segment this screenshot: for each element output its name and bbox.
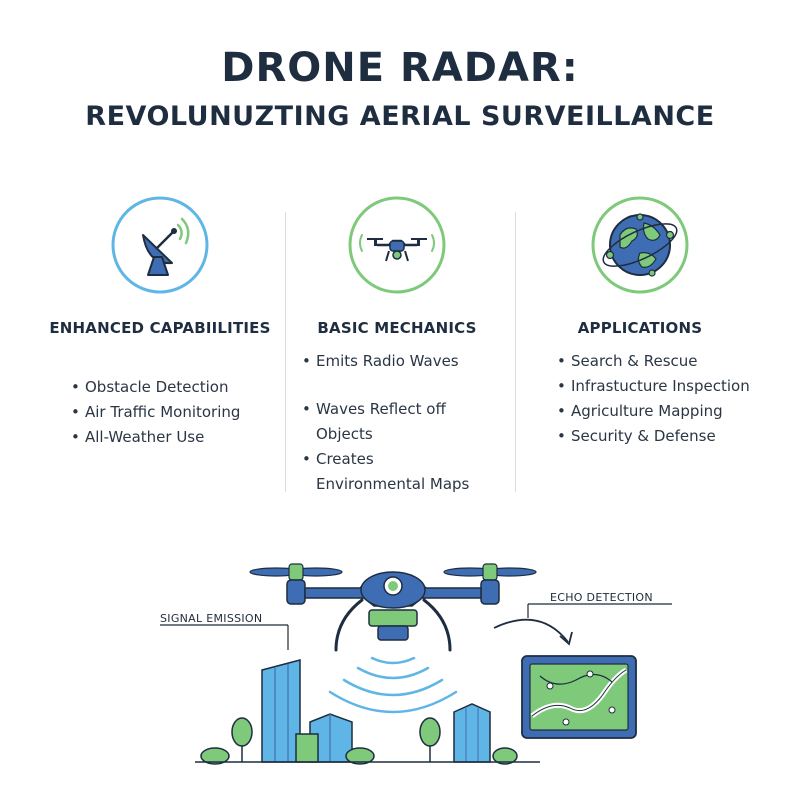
list-item: Search & Rescue	[557, 349, 755, 374]
list-item: Obstacle Detection	[71, 375, 275, 400]
radar-waves	[328, 656, 458, 714]
drone-icon	[348, 196, 446, 294]
column-heading: APPLICATIONS	[577, 319, 703, 337]
title-block: DRONE RADAR: REVOLUNUZTING AERIAL SURVEI…	[0, 44, 800, 134]
page-subtitle: REVOLUNUZTING AERIAL SURVEILLANCE	[85, 101, 715, 132]
arrow-head-icon	[559, 631, 573, 646]
signal-emission-label: SIGNAL EMISSION	[160, 612, 263, 625]
drone-icon	[249, 563, 537, 652]
tree-icon	[231, 717, 253, 762]
column-divider-right	[515, 212, 516, 492]
column-enhanced-capabilities: ENHANCED CAPABIILITIES Obstacle Detectio…	[45, 195, 275, 450]
list-item: Creates Environmental Maps	[302, 447, 482, 497]
building-icon	[309, 713, 353, 763]
column-applications: APPLICATIONS Search & Rescue Infrastuctu…	[525, 195, 755, 449]
drone-radar-illustration	[160, 563, 672, 765]
column-heading: BASIC MECHANICS	[317, 319, 477, 337]
feature-list: Obstacle Detection Air Traffic Monitorin…	[45, 375, 275, 450]
list-item: Infrastucture Inspection	[557, 374, 755, 399]
bush-icon	[200, 747, 518, 765]
satellite-dish-icon	[111, 196, 209, 294]
mechanics-list: Emits Radio Waves Waves Reflect off Obje…	[282, 349, 482, 497]
column-divider-left	[285, 212, 286, 492]
echo-arrow	[493, 618, 569, 643]
tree-icon	[419, 717, 441, 762]
map-screen-icon	[521, 655, 637, 739]
list-item: Air Traffic Monitoring	[71, 400, 275, 425]
echo-detection-label: ECHO DETECTION	[550, 591, 653, 604]
column-basic-mechanics: BASIC MECHANICS Emits Radio Waves Waves …	[282, 195, 512, 497]
list-item: Agriculture Mapping	[557, 399, 755, 424]
page-title: DRONE RADAR:	[221, 45, 579, 91]
globe-network-icon	[591, 196, 689, 294]
list-item: Waves Reflect off Objects	[302, 397, 482, 447]
list-item: Emits Radio Waves	[302, 349, 482, 374]
applications-list: Search & Rescue Infrastucture Inspection…	[525, 349, 755, 449]
building-icon	[453, 703, 491, 763]
list-item: All-Weather Use	[71, 425, 275, 450]
list-item: Security & Defense	[557, 424, 755, 449]
building-icon	[295, 733, 319, 763]
building-icon	[261, 659, 301, 763]
column-heading: ENHANCED CAPABIILITIES	[49, 319, 271, 337]
